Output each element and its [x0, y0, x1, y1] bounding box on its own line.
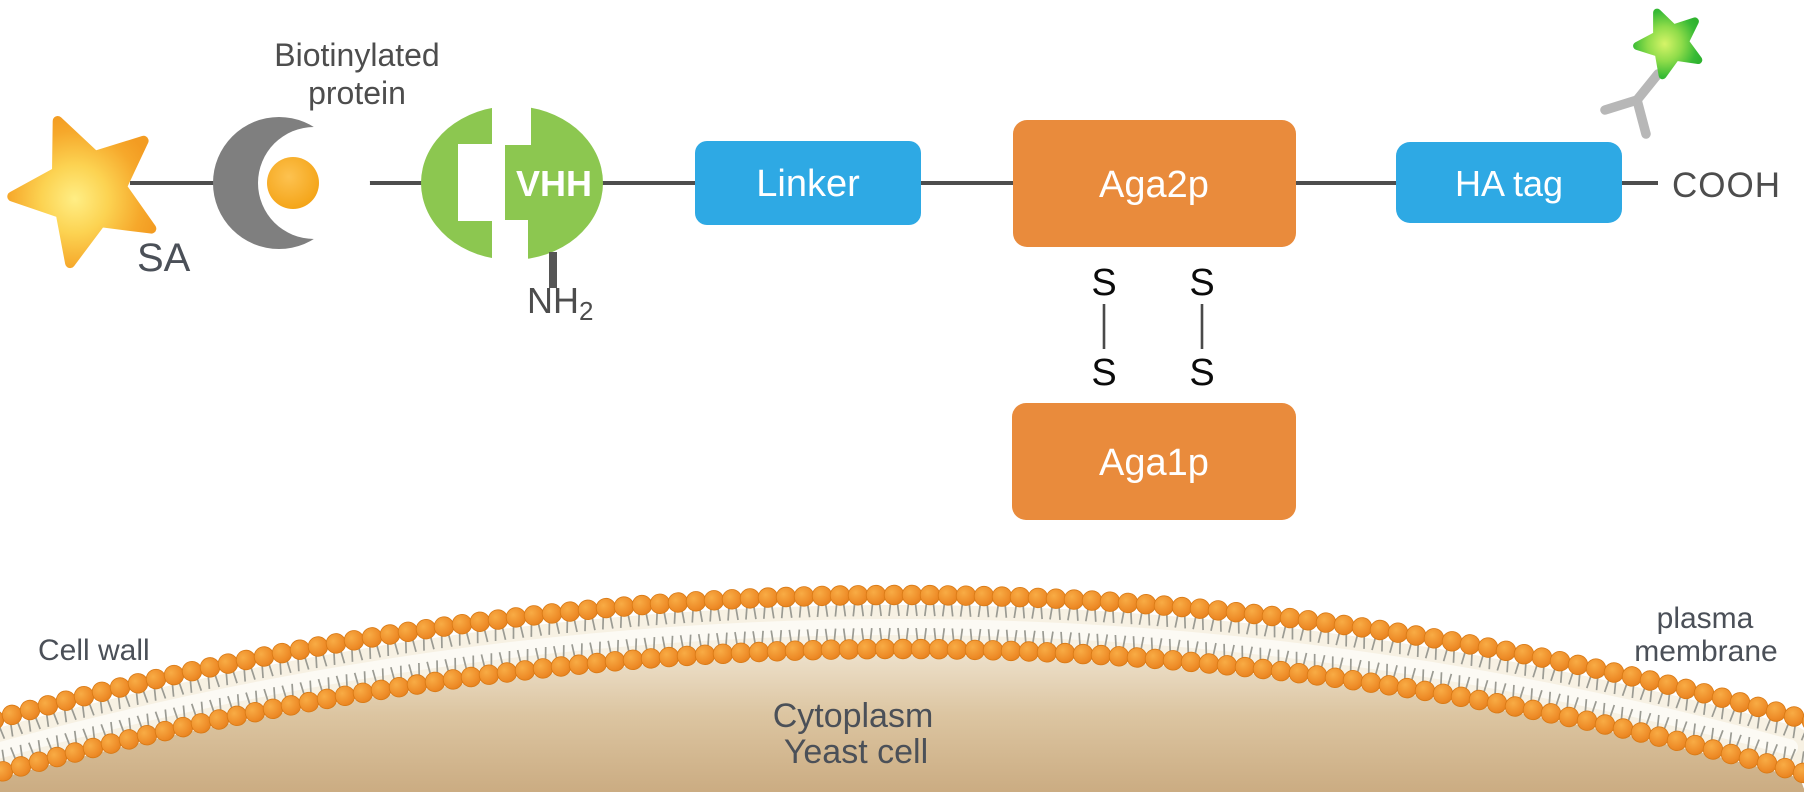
vhh-notch-middle — [458, 144, 505, 221]
lipid-layer — [0, 584, 1804, 784]
vhh-gap-bottom — [492, 220, 528, 266]
biotinylated-label-line2: protein — [308, 75, 406, 111]
aga1p-rect — [1012, 403, 1296, 520]
linker-label: Linker — [756, 163, 860, 205]
aga2p-rect — [1013, 120, 1296, 247]
biotinylated-protein — [213, 117, 370, 249]
aga1p-label: Aga1p — [1099, 442, 1209, 484]
disulfide-bonds: S S S S — [1091, 262, 1214, 394]
ha-tag-box: HA tag — [1396, 142, 1622, 223]
fluorophore-star — [1633, 8, 1703, 80]
nh2-label: NH2 — [527, 280, 593, 326]
ha-tag-label: HA tag — [1455, 163, 1563, 204]
cooh-label: COOH — [1672, 166, 1781, 205]
aga2p-label: Aga2p — [1099, 164, 1209, 206]
ha-tag-rect — [1396, 142, 1622, 223]
antibody-stem — [1632, 95, 1651, 139]
s-top-left: S — [1091, 262, 1116, 304]
plasma-membrane-label-line2: membrane — [1634, 635, 1777, 668]
sa-label: SA — [137, 236, 191, 280]
streptavidin-star — [7, 116, 157, 269]
nh2-stem — [549, 252, 557, 288]
biotin-dot — [267, 157, 319, 209]
vhh-label: VHH — [516, 163, 592, 204]
membrane-band-core — [0, 619, 1798, 759]
detection-antibody — [1600, 69, 1663, 139]
plasma-membrane-label-line1: plasma — [1657, 602, 1754, 635]
vhh-gap-top — [492, 100, 531, 145]
cell-wall-label: Cell wall — [38, 634, 150, 667]
linker-rect — [695, 141, 921, 225]
cytoplasm-label: Cytoplasm — [773, 697, 934, 735]
vhh-nanobody: VHH — [421, 100, 603, 288]
s-bottom-right: S — [1189, 352, 1214, 394]
biotinylated-label-line1: Biotinylated — [274, 37, 439, 73]
s-bottom-left: S — [1091, 352, 1116, 394]
yeast-cell-label: Yeast cell — [784, 733, 928, 771]
aga1p-box: Aga1p — [1012, 403, 1296, 520]
linker-box: Linker — [695, 141, 921, 225]
aga2p-box: Aga2p — [1013, 120, 1296, 247]
s-top-right: S — [1189, 262, 1214, 304]
